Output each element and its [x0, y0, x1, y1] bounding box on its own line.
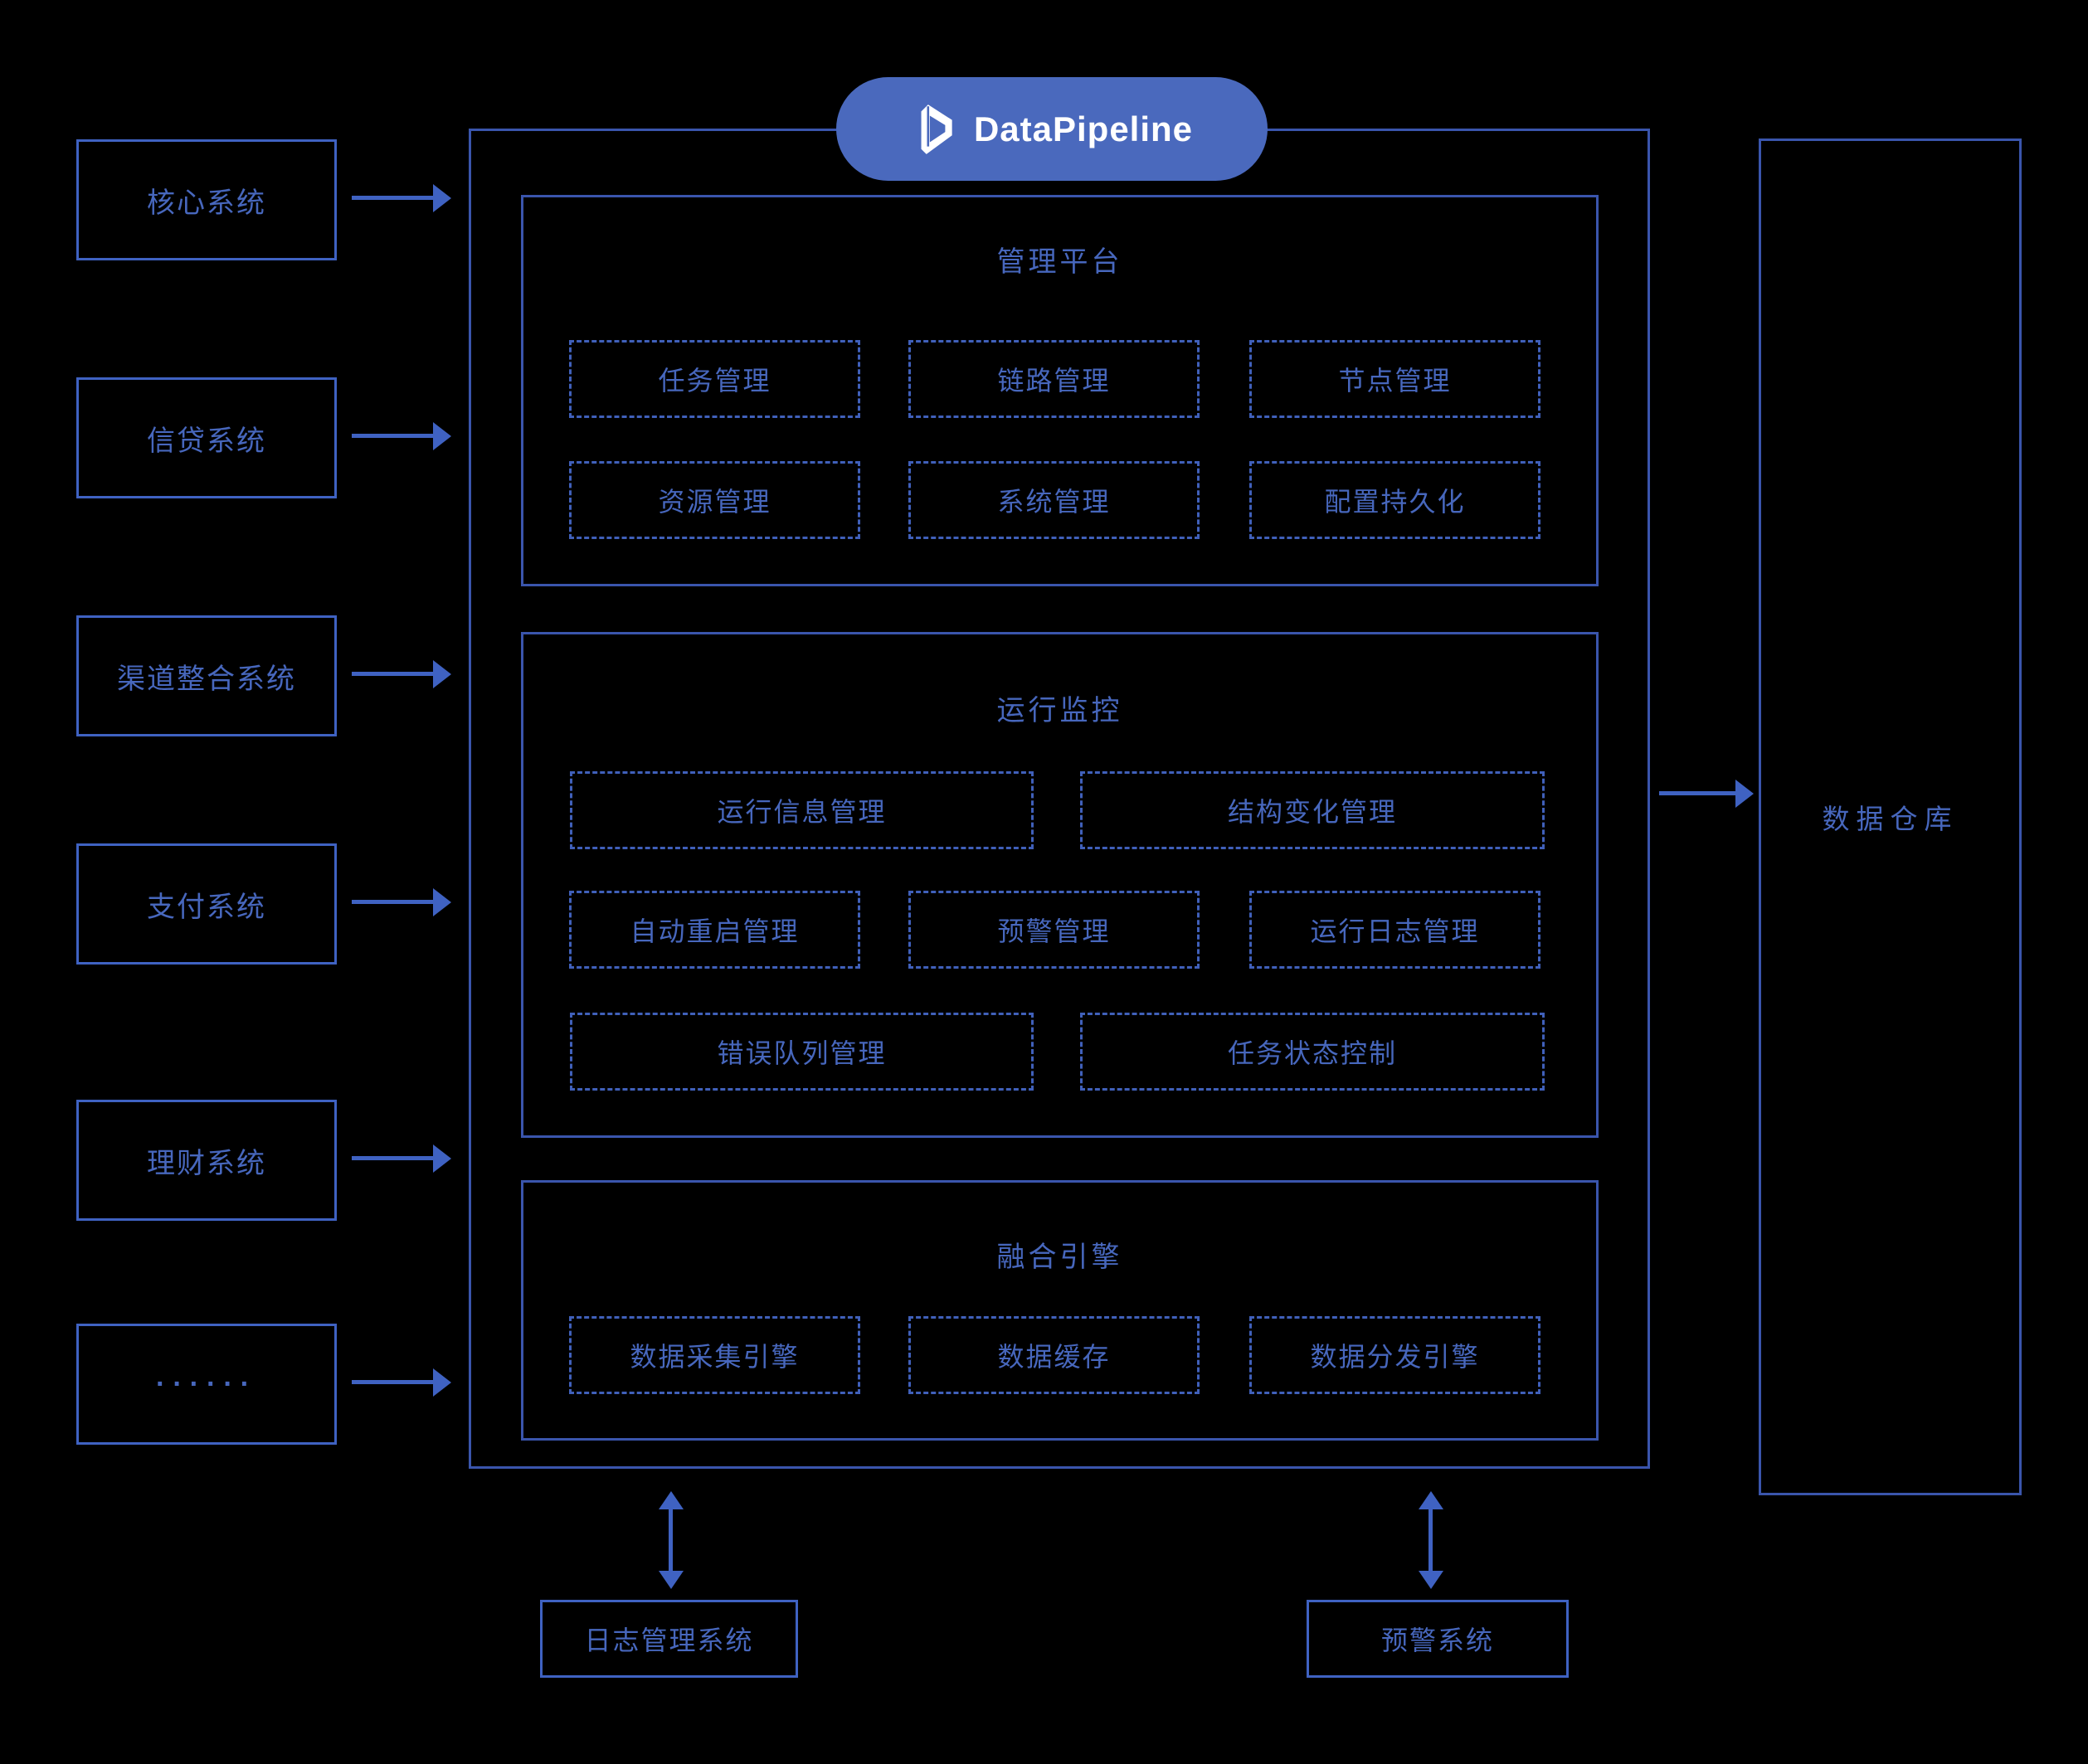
arrow-platform-log-system — [669, 1509, 673, 1571]
module-error-queue-management: 错误队列管理 — [570, 1013, 1034, 1091]
arrow-credit-to-platform — [352, 434, 433, 438]
datapipeline-logo-pill: DataPipeline — [836, 77, 1268, 181]
module-system-management: 系统管理 — [908, 461, 1200, 539]
arrow-payment-to-platform — [352, 900, 433, 904]
source-box-credit: 信贷系统 — [76, 377, 337, 498]
source-box-payment: 支付系统 — [76, 843, 337, 965]
section-management: 管理平台 任务管理 链路管理 节点管理 资源管理 系统管理 配置持久化 — [521, 195, 1599, 586]
module-link-management: 链路管理 — [908, 340, 1200, 418]
module-structure-change-management: 结构变化管理 — [1080, 771, 1545, 849]
module-data-cache: 数据缓存 — [908, 1316, 1200, 1394]
source-box-wealth: 理财系统 — [76, 1100, 337, 1221]
source-label: 核心系统 — [147, 187, 266, 219]
external-box-alert-system: 预警系统 — [1307, 1600, 1569, 1678]
module-task-management: 任务管理 — [569, 340, 860, 418]
source-label: 支付系统 — [147, 891, 266, 923]
module-auto-restart-management: 自动重启管理 — [569, 891, 860, 969]
source-label: 渠道整合系统 — [117, 663, 296, 695]
section-management-title: 管理平台 — [996, 246, 1123, 278]
source-box-more: ······ — [76, 1324, 337, 1445]
module-data-collect-engine: 数据采集引擎 — [569, 1316, 860, 1394]
source-box-core: 核心系统 — [76, 139, 337, 260]
section-engine-title: 融合引擎 — [996, 1242, 1123, 1273]
module-config-persistence: 配置持久化 — [1249, 461, 1540, 539]
module-runtime-info-management: 运行信息管理 — [570, 771, 1034, 849]
warehouse-label: 数据仓库 — [1822, 804, 1959, 834]
module-alert-management: 预警管理 — [908, 891, 1200, 969]
external-label: 日志管理系统 — [584, 1626, 754, 1655]
section-monitoring: 运行监控 运行信息管理 结构变化管理 自动重启管理 预警管理 运行日志管理 错误… — [521, 632, 1599, 1138]
module-node-management: 节点管理 — [1249, 340, 1540, 418]
section-monitoring-title: 运行监控 — [996, 695, 1123, 726]
brand-wordmark: DataPipeline — [973, 109, 1194, 148]
module-data-distribute-engine: 数据分发引擎 — [1249, 1316, 1540, 1394]
source-box-channel: 渠道整合系统 — [76, 615, 337, 736]
arrow-platform-alert-system — [1429, 1509, 1433, 1571]
external-box-log-system: 日志管理系统 — [540, 1600, 798, 1678]
platform-container: DataPipeline 管理平台 任务管理 链路管理 节点管理 资源管理 系统… — [469, 77, 1650, 1469]
arrow-platform-to-warehouse — [1659, 791, 1735, 795]
external-label: 预警系统 — [1380, 1626, 1494, 1655]
warehouse-box: 数据仓库 — [1759, 138, 2022, 1495]
source-label: 理财系统 — [147, 1147, 266, 1179]
source-label-ellipsis: ······ — [156, 1368, 257, 1400]
module-resource-management: 资源管理 — [569, 461, 860, 539]
source-label: 信贷系统 — [147, 425, 266, 457]
section-engine: 融合引擎 数据采集引擎 数据缓存 数据分发引擎 — [521, 1180, 1599, 1441]
module-runtime-log-management: 运行日志管理 — [1249, 891, 1540, 969]
arrow-wealth-to-platform — [352, 1156, 433, 1160]
arrow-channel-to-platform — [352, 672, 433, 676]
arrow-more-to-platform — [352, 1380, 433, 1384]
module-task-state-control: 任务状态控制 — [1080, 1013, 1545, 1091]
arrow-core-to-platform — [352, 196, 433, 200]
datapipeline-prism-icon — [921, 104, 952, 154]
